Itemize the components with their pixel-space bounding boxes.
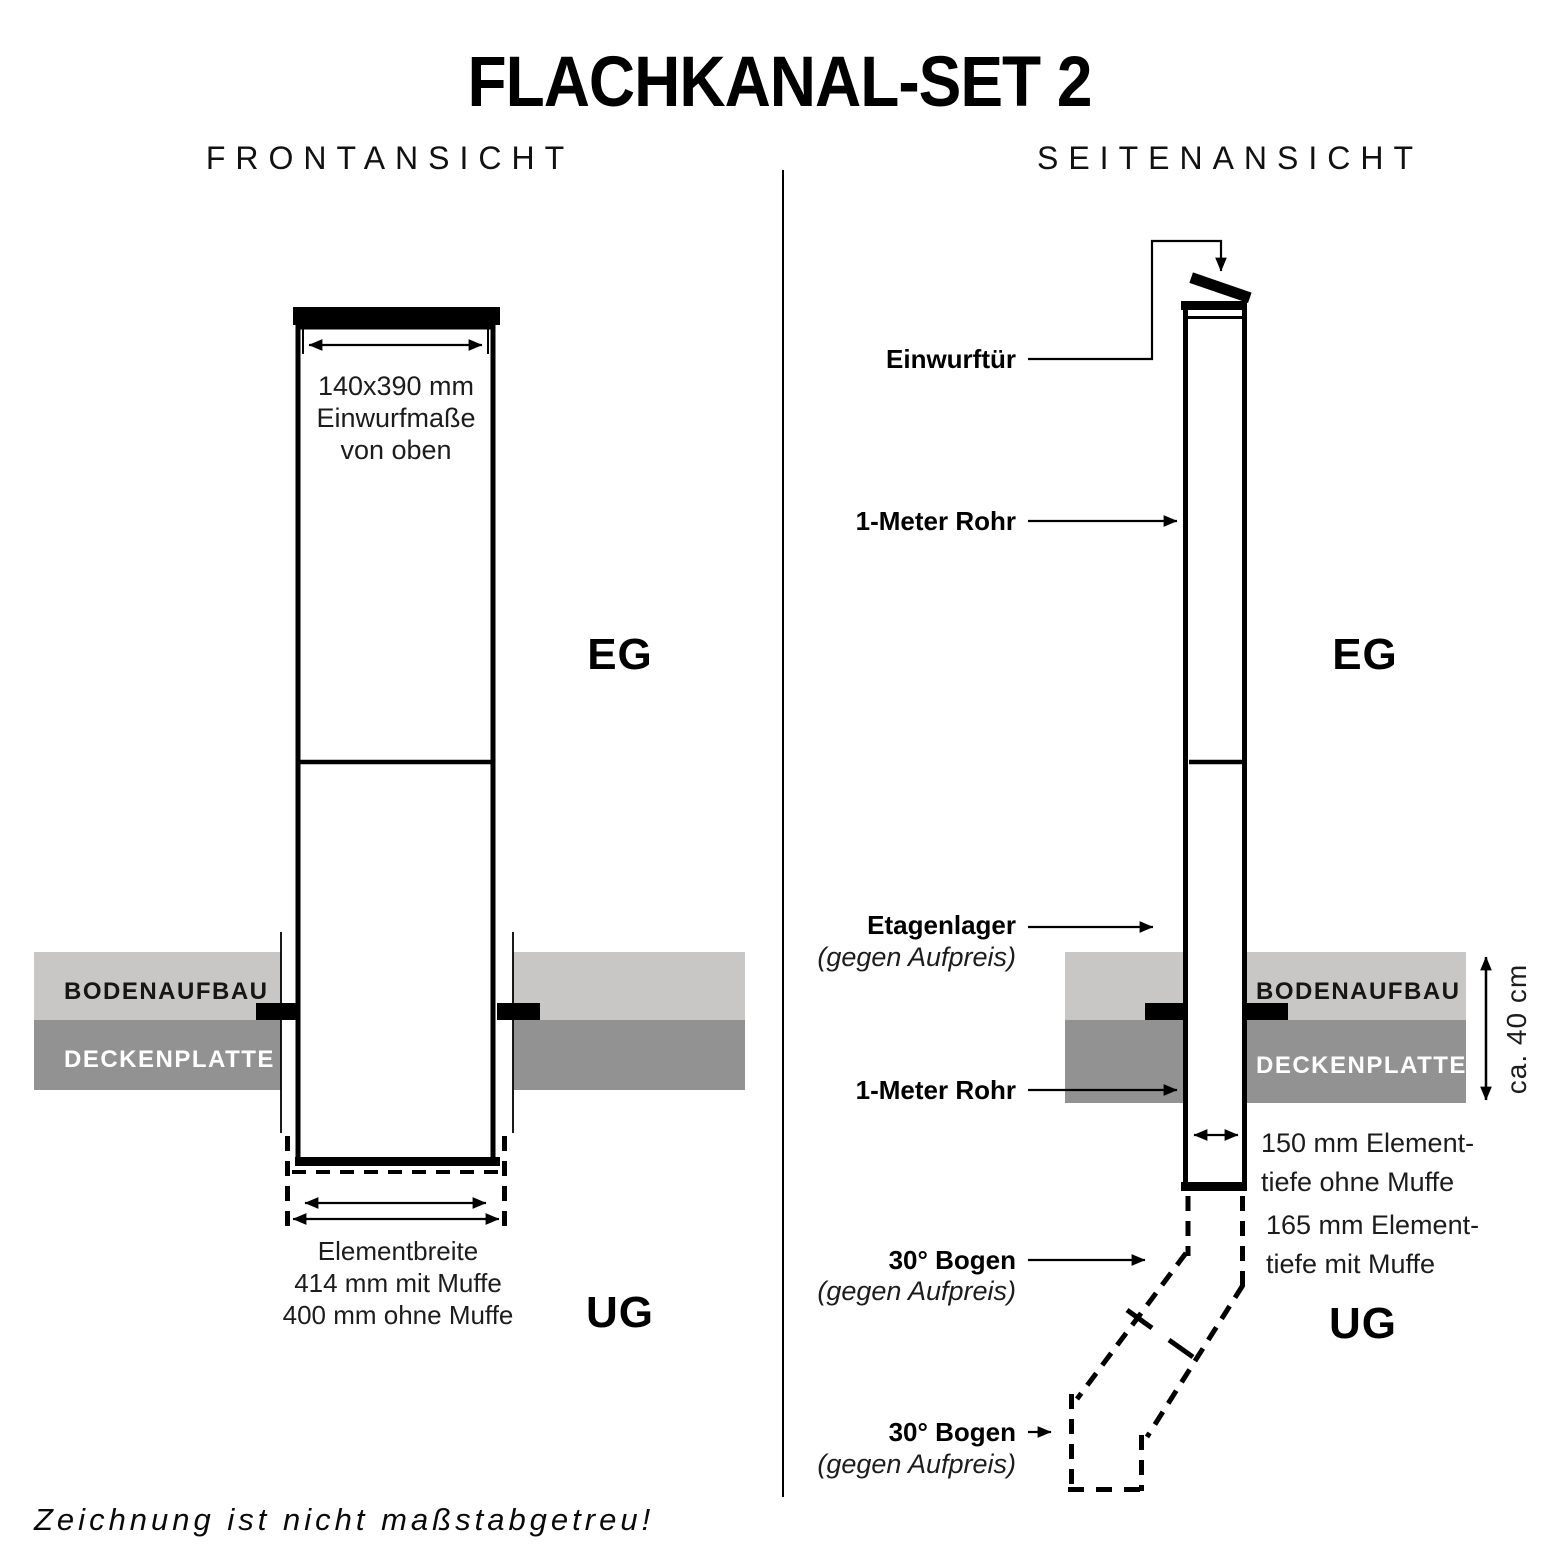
side-bend-joint-marks — [1125, 1307, 1195, 1360]
front-width-note: Elementbreite 414 mm mit Muffe 400 mm oh… — [282, 1236, 514, 1330]
side-floor-top-label: BODENAUFBAU — [1256, 978, 1461, 1005]
pipe-lower-label: 1-Meter Rohr — [855, 1075, 1016, 1105]
side-duct-bottom-cap — [1181, 1182, 1247, 1191]
side-duct-top-cap — [1181, 301, 1247, 310]
front-width-dimension — [292, 1197, 500, 1225]
front-view-heading: FRONTANSICHT — [205, 140, 575, 176]
front-level-eg: EG — [587, 630, 653, 679]
front-duct-bottom-cap — [295, 1157, 500, 1166]
side-duct — [1181, 272, 1252, 1191]
depth-without-note: 150 mm Element- tiefe ohne Muffe — [1261, 1128, 1475, 1197]
front-duct — [293, 307, 500, 1166]
side-view-heading: SEITENANSICHT — [1036, 140, 1424, 176]
side-level-ug: UG — [1329, 1299, 1397, 1348]
side-bend-dashed-outline — [1068, 1196, 1246, 1492]
bearing-note: (gegen Aufpreis) — [817, 942, 1016, 972]
side-bracket-right — [1247, 1003, 1288, 1020]
door-label: Einwurftür — [886, 344, 1016, 374]
side-bracket-left — [1145, 1003, 1185, 1020]
side-door-flap-open — [1189, 272, 1252, 304]
side-floor-slab — [1065, 952, 1466, 1103]
front-opening-dimension — [302, 327, 489, 354]
front-opening-note: 140x390 mm Einwurfmaße von oben — [316, 371, 476, 465]
front-floor-bottom-label: DECKENPLATTE — [64, 1046, 275, 1073]
page-title: FLACHKANAL-SET 2 — [467, 41, 1093, 122]
front-floor-top-label: BODENAUFBAU — [64, 978, 269, 1005]
front-socket-dashed-outline — [285, 1136, 507, 1228]
door-leader-line — [1028, 239, 1227, 361]
ceiling-thickness-label: ca. 40 cm — [1501, 963, 1532, 1095]
pipe-upper-label: 1-Meter Rohr — [855, 506, 1016, 536]
bend-lower-label: 30° Bogen — [888, 1417, 1016, 1447]
front-bracket-right — [497, 1003, 540, 1020]
depth-with-note: 165 mm Element- tiefe mit Muffe — [1266, 1210, 1480, 1279]
front-duct-top-cap — [293, 307, 500, 325]
side-floor-bottom-label: DECKENPLATTE — [1256, 1052, 1467, 1079]
front-bracket-left — [256, 1003, 297, 1020]
front-floor-slab — [34, 952, 745, 1090]
footer-note: Zeichnung ist nicht maßstabgetreu! — [34, 1502, 655, 1537]
front-level-ug: UG — [586, 1288, 654, 1337]
bend-upper-label: 30° Bogen — [888, 1245, 1016, 1275]
bearing-label: Etagenlager — [867, 910, 1016, 940]
bend-lower-note: (gegen Aufpreis) — [817, 1449, 1016, 1479]
side-level-eg: EG — [1332, 630, 1398, 679]
bend-upper-note: (gegen Aufpreis) — [817, 1276, 1016, 1306]
